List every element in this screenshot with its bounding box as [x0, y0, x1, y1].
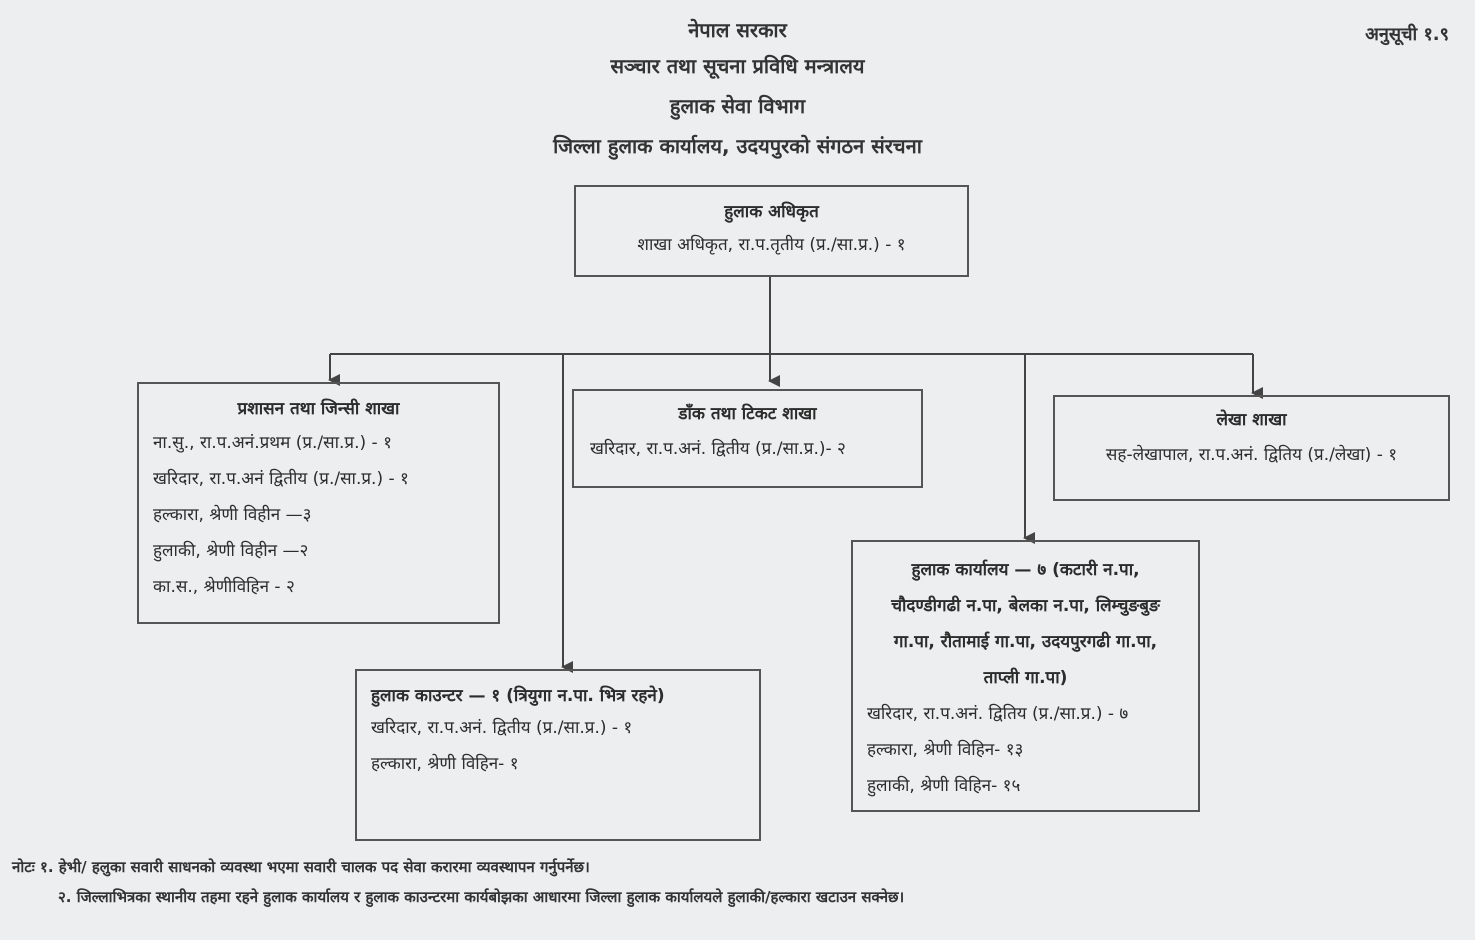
office-position: हुलाकी, श्रेणी विहिन- १५ — [867, 776, 1021, 796]
header-org-structure-title: जिल्ला हुलाक कार्यालय, उदयपुरको संगठन सं… — [553, 134, 922, 158]
header-department: हुलाक सेवा विभाग — [669, 94, 806, 118]
postal-counter-title: हुलाक काउन्टर — १ (त्रियुगा न.पा. भित्र … — [371, 686, 665, 706]
postal-counter-box: हुलाक काउन्टर — १ (त्रियुगा न.पा. भित्र … — [355, 669, 761, 841]
note-2: २. जिल्लाभित्रका स्थानीय तहमा रहने हुलाक… — [58, 888, 905, 906]
note-1: नोटः १. हेभी/ हलुका सवारी साधनको व्यवस्थ… — [12, 858, 590, 876]
postal-officer-box: हुलाक अधिकृत शाखा अधिकृत, रा.प.तृतीय (प्… — [574, 185, 969, 277]
postal-offices-title-line: हुलाक कार्यालय — ७ (कटारी न.पा, — [911, 560, 1140, 580]
header-government: नेपाल सरकार — [688, 18, 787, 42]
postal-offices-title-line: चौदण्डीगढी न.पा, बेलका न.पा, लिम्चुङबुङ — [891, 596, 1160, 616]
admin-position: ना.सु., रा.प.अनं.प्रथम (प्र./सा.प्र.) - … — [153, 433, 392, 453]
postal-officer-position: शाखा अधिकृत, रा.प.तृतीय (प्र./सा.प्र.) -… — [637, 235, 906, 255]
postal-officer-title: हुलाक अधिकृत — [724, 202, 819, 222]
notes-section: नोटः १. हेभी/ हलुका सवारी साधनको व्यवस्थ… — [12, 853, 904, 913]
counter-position: हल्कारा, श्रेणी विहिन- १ — [371, 754, 519, 774]
postal-offices-box: हुलाक कार्यालय — ७ (कटारी न.पा, चौदण्डीग… — [851, 540, 1200, 812]
header-ministry: सञ्चार तथा सूचना प्रविधि मन्त्रालय — [610, 54, 865, 78]
office-position: हल्कारा, श्रेणी विहिन- १३ — [867, 740, 1024, 760]
accounts-section-title: लेखा शाखा — [1216, 410, 1287, 430]
office-position: खरिदार, रा.प.अनं. द्वितिय (प्र./सा.प्र.)… — [867, 704, 1129, 724]
mail-ticket-section-title: डाँक तथा टिकट शाखा — [678, 404, 817, 424]
admin-position: खरिदार, रा.प.अनं द्वितीय (प्र./सा.प्र.) … — [153, 469, 409, 489]
admin-position: हल्कारा, श्रेणी विहीन —३ — [153, 505, 312, 525]
admin-position: का.स., श्रेणीविहिन - २ — [153, 577, 295, 597]
postal-offices-title-line: ताप्ली गा.पा) — [983, 668, 1068, 688]
admin-stores-section-title: प्रशासन तथा जिन्सी शाखा — [237, 399, 400, 419]
postal-offices-title-line: गा.पा, रौतामाई गा.पा, उदयपुरगढी गा.पा, — [893, 632, 1158, 652]
annex-label: अनुसूची १.९ — [1365, 24, 1449, 45]
admin-position: हुलाकी, श्रेणी विहीन —२ — [153, 541, 309, 561]
counter-position: खरिदार, रा.प.अनं. द्वितीय (प्र./सा.प्र.)… — [371, 718, 633, 738]
accounts-position: सह-लेखापाल, रा.प.अनं. द्वितिय (प्र./लेखा… — [1105, 445, 1398, 465]
mail-ticket-position: खरिदार, रा.प.अनं. द्वितीय (प्र./सा.प्र.)… — [590, 439, 846, 459]
accounts-section-box: लेखा शाखा सह-लेखापाल, रा.प.अनं. द्वितिय … — [1053, 395, 1450, 501]
admin-stores-section-box: प्रशासन तथा जिन्सी शाखा ना.सु., रा.प.अनं… — [137, 382, 500, 624]
mail-ticket-section-box: डाँक तथा टिकट शाखा खरिदार, रा.प.अनं. द्व… — [572, 389, 923, 488]
